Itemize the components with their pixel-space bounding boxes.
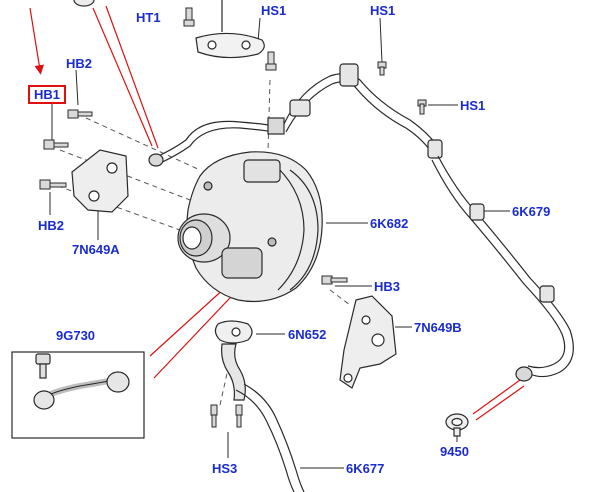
callout-6k682: 6K682: [370, 216, 409, 231]
oil-feed-pipe: [148, 117, 285, 167]
callout-hs1-top-right: HS1: [370, 3, 396, 18]
callout-hs1-right: HS1: [460, 98, 486, 113]
coolant-pipe-6k679: [431, 155, 574, 382]
leader-lines: [49, 7, 510, 469]
callout-hb3: HB3: [374, 279, 401, 294]
washer-9450: [445, 413, 469, 437]
coolant-pipe-upper: [283, 63, 443, 159]
top-left-part: [73, 0, 95, 7]
drain-assembly: [214, 320, 305, 492]
bracket-7n649b: [339, 295, 397, 389]
callout-7n649b: 7N649B: [414, 320, 462, 335]
turbocharger-6k682: [177, 151, 323, 303]
callout-9g730: 9G730: [56, 328, 96, 343]
callout-7n649a: 7N649A: [72, 242, 120, 257]
callout-ht1: HT1: [136, 10, 161, 25]
callout-hb1-highlighted: HB1: [28, 85, 67, 104]
callout-hs3: HS3: [212, 461, 238, 476]
callout-9450: 9450: [440, 444, 469, 459]
callout-6n652: 6N652: [288, 327, 327, 342]
leader-hs1-top-right: [379, 17, 383, 63]
callout-hb2-top: HB2: [66, 56, 93, 71]
callout-6k677: 6K677: [346, 461, 385, 476]
callout-hb2-bottom: HB2: [38, 218, 65, 233]
bracket-7n649a: [71, 149, 129, 213]
callout-6k679: 6K679: [512, 204, 551, 219]
kit-box: [11, 351, 145, 439]
bolts: [39, 7, 427, 428]
upper-gasket: [195, 0, 265, 59]
leader-hb2-top: [75, 69, 79, 106]
leader-hs1-top-left: [257, 17, 261, 43]
red-arrow-to-hb1: [29, 7, 44, 75]
callout-hs1-top-left: HS1: [261, 3, 287, 18]
kit-9g730: [11, 351, 145, 439]
